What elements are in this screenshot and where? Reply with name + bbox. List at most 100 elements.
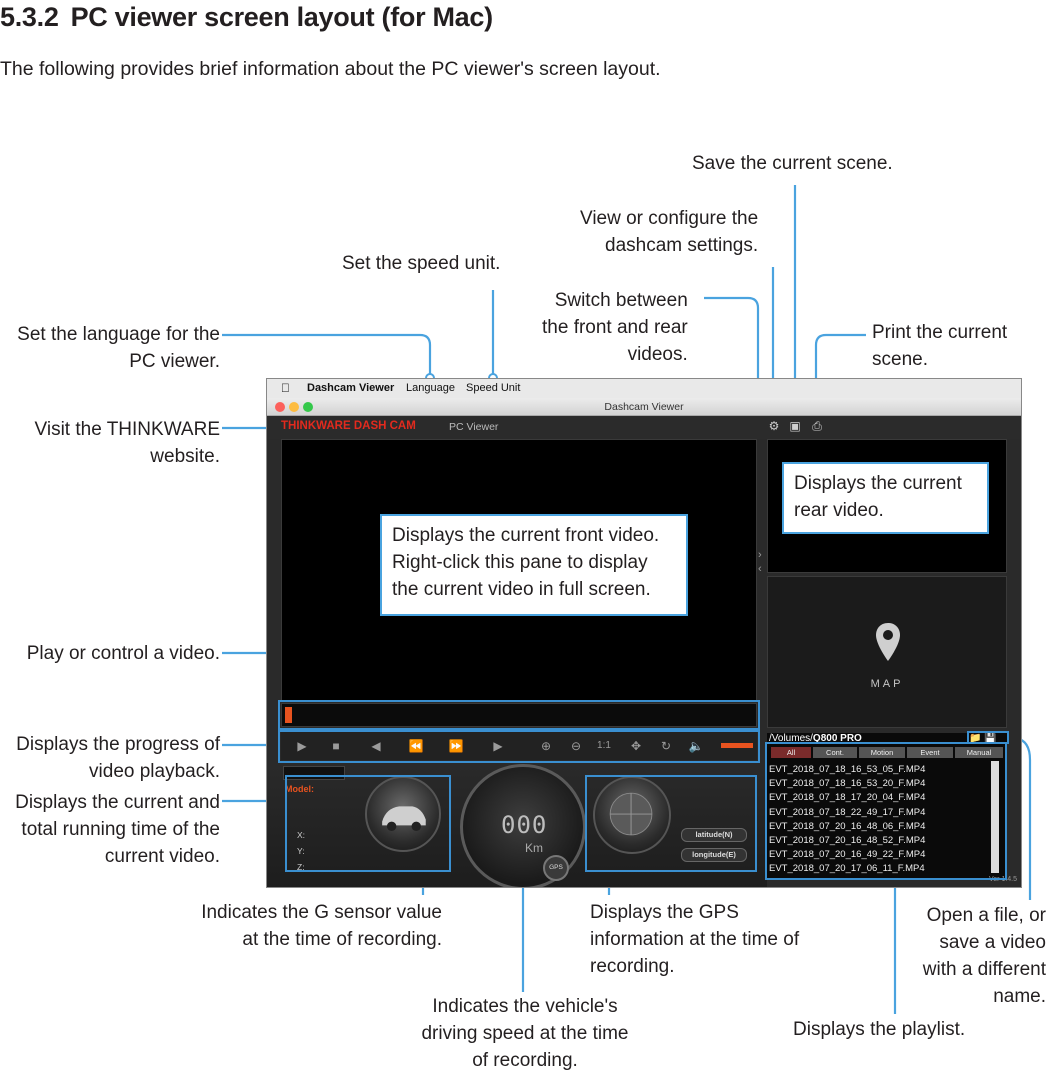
playlist-tabs: All Cont. Motion Event Manual: [771, 747, 1003, 758]
tab-event[interactable]: Event: [907, 747, 953, 758]
annotation-speed-line: of recording.: [472, 1050, 578, 1071]
mac-menubar:  Dashcam Viewer Language Speed Unit: [267, 379, 1021, 398]
callout-rear-line: Displays the current: [794, 473, 962, 494]
fast-forward-icon[interactable]: ⏩: [448, 739, 464, 753]
annotation-gps-line: recording.: [590, 956, 675, 977]
annotation-switch-videos: Switch between the front and rear videos…: [542, 287, 688, 368]
list-item[interactable]: EVT_2018_07_18_17_20_04_F.MP4: [769, 792, 926, 804]
tab-all[interactable]: All: [771, 747, 811, 758]
maximize-window-button[interactable]: [303, 402, 313, 412]
chevron-right-icon: ›: [758, 549, 762, 561]
annotation-progress: Displays the progress of video playback.: [0, 731, 220, 785]
highlight-file-actions: [967, 731, 1009, 744]
annotation-language-line: PC viewer.: [129, 351, 220, 372]
map-pane[interactable]: MAP: [767, 576, 1007, 728]
volume-slider[interactable]: [721, 743, 753, 748]
switch-video-toggle[interactable]: › ‹: [757, 439, 767, 701]
playlist-panel: /Volumes/Q800 PRO 📁 💾 All Cont. Motion E…: [767, 733, 1007, 879]
annotation-print-line: scene.: [872, 349, 928, 370]
model-label: Model:: [285, 784, 314, 794]
annotation-g-sensor-line: Indicates the G sensor value: [201, 902, 442, 923]
rewind-icon[interactable]: ⏪: [408, 739, 424, 753]
menu-speed-unit[interactable]: Speed Unit: [466, 382, 521, 394]
annotation-g-sensor: Indicates the G sensor value at the time…: [180, 899, 442, 953]
annotation-speed: Indicates the vehicle's driving speed at…: [408, 993, 642, 1072]
open-folder-icon[interactable]: 📁: [969, 733, 982, 744]
list-item[interactable]: EVT_2018_07_20_16_48_06_F.MP4: [769, 820, 926, 832]
highlight-playlist: [765, 742, 1007, 880]
annotation-print-scene: Print the current scene.: [872, 319, 1007, 373]
speedometer: 000 Km GPS: [460, 764, 586, 887]
speed-unit-label: Km: [525, 841, 543, 855]
list-item[interactable]: EVT_2018_07_20_16_48_52_F.MP4: [769, 835, 926, 847]
zoom-in-icon[interactable]: ⊕: [540, 739, 552, 753]
gear-icon[interactable]: ⚙: [768, 419, 780, 433]
playlist-scrollbar[interactable]: [991, 761, 999, 873]
rotate-icon[interactable]: ↻: [660, 739, 672, 753]
annotation-speed-line: Indicates the vehicle's: [432, 996, 618, 1017]
section-number: 5.3.2: [0, 2, 59, 32]
annotation-running-time: Displays the current and total running t…: [0, 789, 220, 870]
window-titlebar: Dashcam Viewer: [267, 398, 1021, 416]
annotation-settings-line: View or configure the: [580, 208, 759, 229]
zoom-out-icon[interactable]: ⊖: [570, 739, 582, 753]
next-file-icon[interactable]: ▶: [493, 739, 503, 753]
annotation-website-line: website.: [150, 446, 220, 467]
annotation-gps-info: Displays the GPS information at the time…: [590, 899, 799, 980]
save-as-icon[interactable]: 💾: [984, 733, 997, 744]
annotation-website-line: Visit the THINKWARE: [34, 419, 220, 440]
tab-manual[interactable]: Manual: [955, 747, 1003, 758]
callout-front-line: Right-click this pane to display: [392, 552, 648, 573]
save-scene-icon[interactable]: ▣: [789, 419, 801, 433]
annotation-running-line: Displays the current and: [15, 792, 220, 813]
progress-indicator[interactable]: [285, 707, 292, 723]
list-item[interactable]: EVT_2018_07_18_16_53_05_F.MP4: [769, 764, 926, 775]
list-item[interactable]: EVT_2018_07_18_22_49_17_F.MP4: [769, 806, 926, 818]
playback-controls: ▶ ■ ◀ ⏪ ⏩ ▶ ⊕ ⊖ 1:1 ✥ ↻ 🔈: [281, 732, 757, 760]
latitude-label: latitude(N): [681, 828, 747, 842]
close-window-button[interactable]: [275, 402, 285, 412]
dashboard-panel: Model: X: Y: Z: 000 Km GPS latitude(N) l…: [267, 764, 767, 887]
annotation-settings-line: dashcam settings.: [605, 235, 759, 256]
progress-bar[interactable]: [281, 703, 757, 727]
volume-icon[interactable]: 🔈: [688, 739, 704, 753]
annotation-gps-line: information at the time of: [590, 929, 800, 950]
window-title: Dashcam Viewer: [604, 401, 684, 413]
tab-motion[interactable]: Motion: [859, 747, 905, 758]
app-subtitle: PC Viewer: [449, 421, 499, 433]
list-item[interactable]: EVT_2018_07_20_16_49_22_F.MP4: [769, 849, 926, 861]
thinkware-logo-link[interactable]: THINKWARE DASH CAM: [281, 420, 416, 432]
tab-continuous[interactable]: Cont.: [813, 747, 857, 758]
pan-icon[interactable]: ✥: [630, 739, 642, 753]
apple-icon[interactable]: : [281, 379, 290, 398]
app-screenshot:  Dashcam Viewer Language Speed Unit Das…: [266, 378, 1022, 888]
play-icon[interactable]: ▶: [297, 739, 307, 753]
highlight-gps: [585, 775, 757, 872]
annotation-print-line: Print the current: [872, 322, 1008, 343]
list-item[interactable]: EVT_2018_07_18_16_53_20_F.MP4: [769, 778, 926, 790]
annotation-open-save-line: Open a file, or: [926, 905, 1046, 926]
highlight-g-sensor: [285, 775, 451, 872]
g-sensor-x-label: X:: [297, 830, 306, 840]
stop-icon[interactable]: ■: [332, 739, 340, 753]
menu-language[interactable]: Language: [406, 382, 455, 394]
print-icon[interactable]: ⎙: [812, 419, 822, 433]
annotation-switch-line: Switch between: [554, 290, 688, 311]
annotation-website: Visit the THINKWARE website.: [10, 416, 220, 470]
annotation-save-scene: Save the current scene.: [692, 153, 893, 174]
g-sensor-gauge: [365, 776, 441, 852]
minimize-window-button[interactable]: [289, 402, 299, 412]
callout-front-line: Displays the current front video.: [392, 525, 660, 546]
annotation-play-control: Play or control a video.: [26, 643, 220, 664]
zoom-reset-button[interactable]: 1:1: [597, 740, 611, 751]
chevron-left-icon: ‹: [758, 563, 762, 575]
annotation-g-sensor-line: at the time of recording.: [242, 929, 442, 950]
annotation-progress-line: Displays the progress of: [16, 734, 220, 755]
menu-app-name[interactable]: Dashcam Viewer: [307, 382, 395, 394]
previous-file-icon[interactable]: ◀: [371, 739, 381, 753]
annotation-speed-line: driving speed at the time: [421, 1023, 629, 1044]
callout-front-line: the current video in full screen.: [392, 579, 651, 600]
annotation-gps-line: Displays the GPS: [590, 902, 739, 923]
list-item[interactable]: EVT_2018_07_20_17_06_11_F.MP4: [769, 863, 925, 875]
